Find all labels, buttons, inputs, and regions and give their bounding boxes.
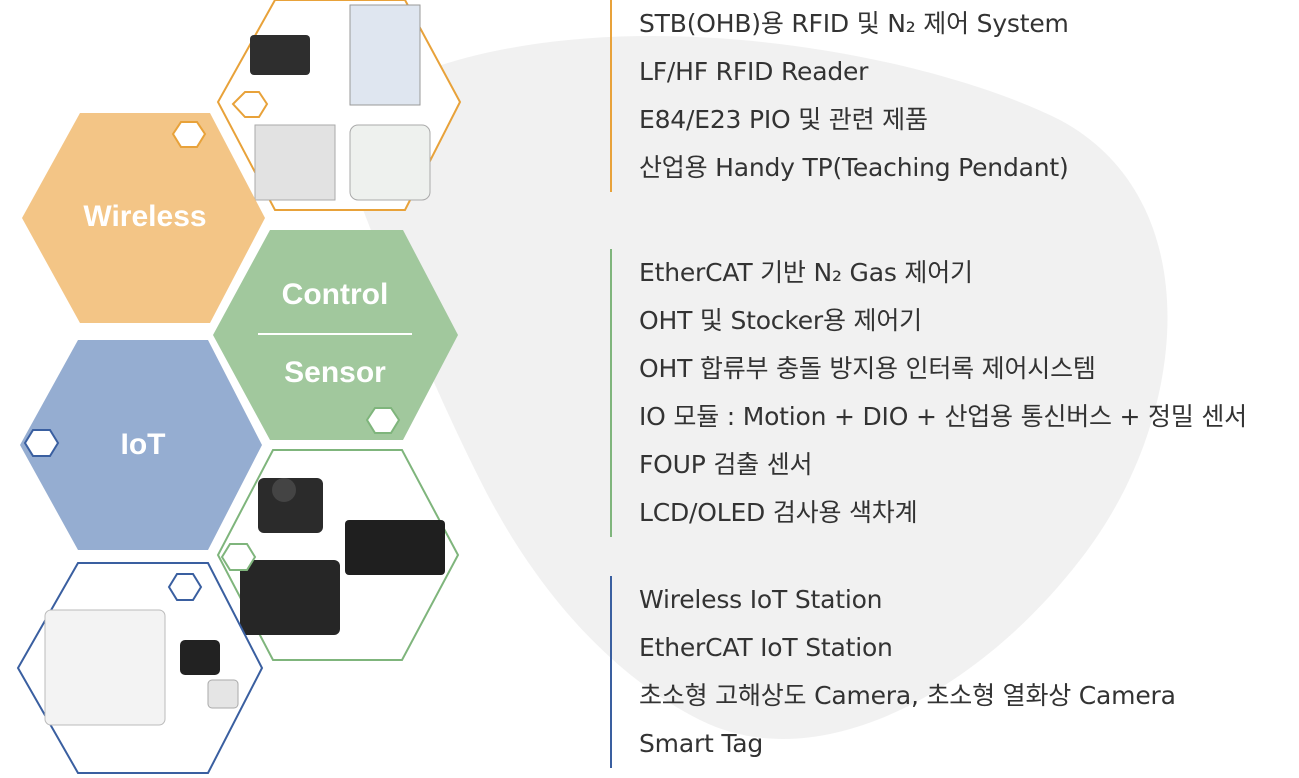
iot-hexagon-badge [23, 429, 60, 457]
list-item: FOUP 검출 센서 [639, 450, 813, 479]
rfid-products-photo [216, 0, 462, 211]
list-item: OHT 및 Stocker용 제어기 [639, 306, 922, 335]
list-item: IO 모듈 : Motion + DIO + 산업용 통신버스 + 정밀 센서 [639, 402, 1247, 431]
iot-product-list: Wireless IoT Station EtherCAT IoT Statio… [610, 576, 1176, 768]
list-item: LF/HF RFID Reader [639, 57, 869, 86]
control-sensor-product-list: EtherCAT 기반 N₂ Gas 제어기 OHT 및 Stocker용 제어… [610, 249, 1247, 537]
list-item: LCD/OLED 검사용 색차계 [639, 498, 918, 527]
control-label: Control [281, 278, 389, 311]
list-item: EtherCAT 기반 N₂ Gas 제어기 [639, 258, 973, 287]
sensor-products-photo [216, 449, 460, 661]
list-item: 산업용 Handy TP(Teaching Pendant) [639, 153, 1069, 182]
list-item: EtherCAT IoT Station [639, 633, 893, 662]
wireless-label: Wireless [83, 200, 207, 233]
list-item: Smart Tag [639, 729, 764, 758]
list-item: Wireless IoT Station [639, 585, 883, 614]
list-item: 초소형 고해상도 Camera, 초소형 열화상 Camera [639, 681, 1176, 710]
watermark-swoosh [330, 36, 1168, 739]
wireless-hexagon [22, 113, 265, 323]
iot-products-photo [16, 562, 264, 774]
iot-label: IoT [120, 428, 166, 461]
wireless-hexagon-badge [171, 121, 207, 148]
list-item: E84/E23 PIO 및 관련 제품 [639, 105, 928, 134]
sensor-label: Sensor [284, 356, 386, 389]
list-item: OHT 합류부 충돌 방지용 인터록 제어시스템 [639, 354, 1096, 383]
wireless-product-list: STB(OHB)용 RFID 및 N₂ 제어 System LF/HF RFID… [610, 0, 1069, 192]
control-sensor-hexagon-badge [365, 407, 401, 434]
iot-hexagon [20, 340, 262, 550]
list-item: STB(OHB)용 RFID 및 N₂ 제어 System [639, 9, 1069, 38]
